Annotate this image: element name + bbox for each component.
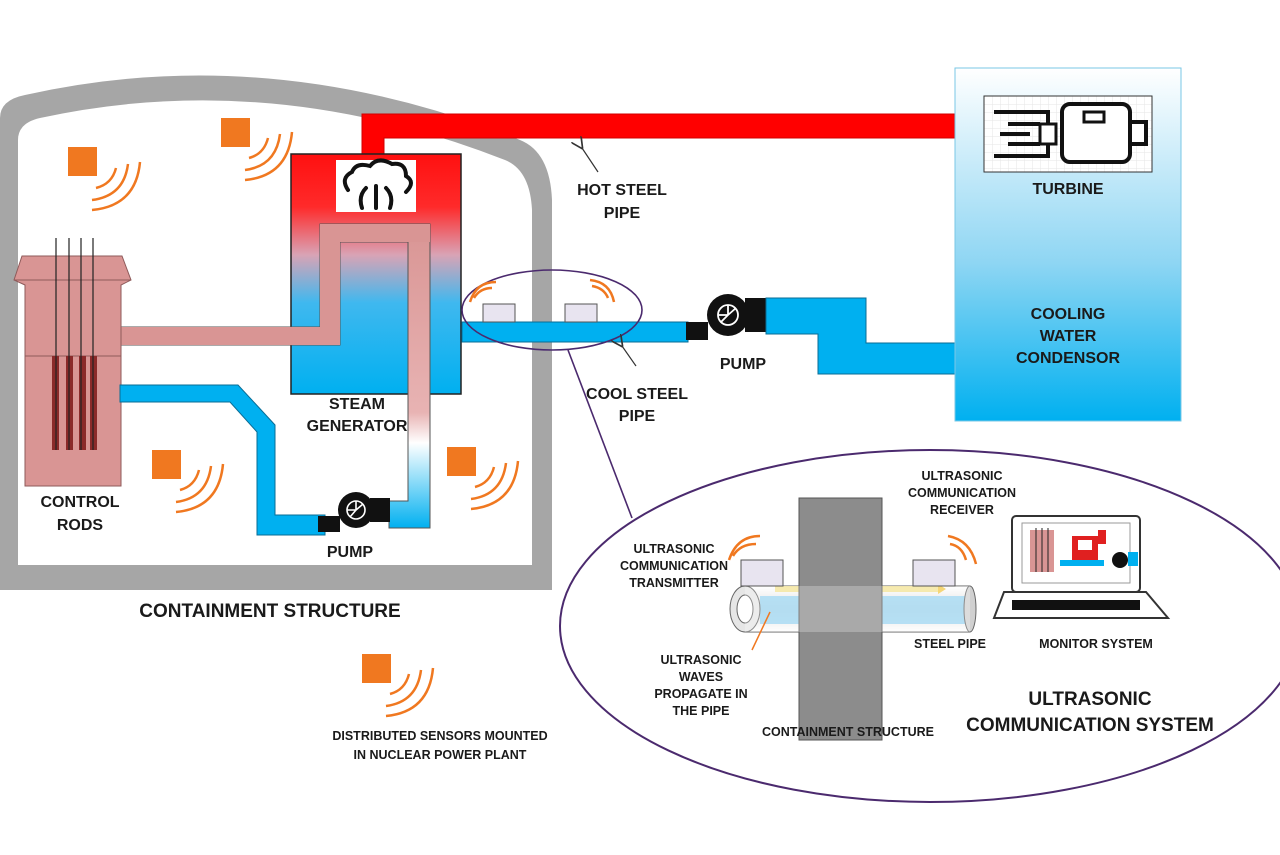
waves-label-line1: ULTRASONIC xyxy=(660,653,741,667)
ultrasonic-inset xyxy=(559,449,1280,803)
waves-label-line4: THE PIPE xyxy=(673,704,730,718)
receiver-label-line3: RECEIVER xyxy=(930,503,994,517)
label-hot-steel-pipe: HOT STEEL PIPE xyxy=(577,182,667,222)
condenser-label-line1: COOLING xyxy=(1031,306,1106,323)
pump-icon xyxy=(686,294,767,340)
pointer-arrows xyxy=(582,148,637,367)
steam-icon xyxy=(336,158,416,212)
label-control-rods: CONTROL RODS xyxy=(40,494,119,534)
hot-steel-pipe-label-line2: PIPE xyxy=(604,205,641,222)
pump-left-label: PUMP xyxy=(327,544,374,561)
sensor-icon xyxy=(152,450,225,514)
label-waves: ULTRASONIC WAVES PROPAGATE IN THE PIPE xyxy=(654,653,747,718)
label-cool-steel-pipe: COOL STEEL PIPE xyxy=(586,386,688,425)
receiver-box xyxy=(912,559,956,587)
transmitter-label-line2: COMMUNICATION xyxy=(620,559,728,573)
label-receiver: ULTRASONIC COMMUNICATION RECEIVER xyxy=(908,469,1016,517)
containment-structure-label: CONTAINMENT STRUCTURE xyxy=(139,601,400,622)
transmitter-box xyxy=(740,559,784,587)
label-condenser: COOLING WATER CONDENSOR xyxy=(1016,306,1120,367)
waves-label-line3: PROPAGATE IN xyxy=(654,687,747,701)
cool-steel-pipe-label-line2: PIPE xyxy=(619,408,656,425)
pump-right-label: PUMP xyxy=(720,356,767,373)
control-rods xyxy=(52,238,97,450)
steam-generator-label-line2: GENERATOR xyxy=(307,418,408,435)
ultrasonic-title-line1: ULTRASONIC xyxy=(1028,689,1151,710)
turbine-label: TURBINE xyxy=(1032,181,1103,198)
steel-pipe-label: STEEL PIPE xyxy=(914,637,986,651)
label-transmitter: ULTRASONIC COMMUNICATION TRANSMITTER xyxy=(620,542,728,590)
distributed-sensors-label-line1: DISTRIBUTED SENSORS MOUNTED xyxy=(332,729,547,743)
reactor-cold-leg xyxy=(119,384,326,536)
control-rods-label-line1: CONTROL xyxy=(40,494,119,511)
label-distributed-sensors: DISTRIBUTED SENSORS MOUNTED IN NUCLEAR P… xyxy=(332,729,547,762)
condenser-label-line2: WATER xyxy=(1040,328,1097,345)
sensor-icon xyxy=(447,447,520,511)
monitor-system-label: MONITOR SYSTEM xyxy=(1039,637,1153,651)
receiver-label-line2: COMMUNICATION xyxy=(908,486,1016,500)
control-rods-label-line2: RODS xyxy=(57,517,104,534)
receiver-label-line1: ULTRASONIC xyxy=(921,469,1002,483)
pump-icon xyxy=(318,492,390,532)
containment-wall-slab xyxy=(798,497,883,741)
pipe-sensor-group xyxy=(461,269,643,519)
ultrasonic-title-line2: COMMUNICATION SYSTEM xyxy=(966,715,1214,736)
hot-steel-pipe-label-line1: HOT STEEL xyxy=(577,182,667,199)
label-ultrasonic-system-title: ULTRASONIC COMMUNICATION SYSTEM xyxy=(966,689,1214,736)
turbine-icon xyxy=(983,95,1153,173)
monitor-icon xyxy=(992,515,1171,619)
transmitter-label-line1: ULTRASONIC xyxy=(633,542,714,556)
waves-label-line2: WAVES xyxy=(679,670,723,684)
sensor-icon xyxy=(221,118,294,182)
transmitter-label-line3: TRANSMITTER xyxy=(629,576,719,590)
sensor-icon xyxy=(362,654,435,718)
cool-steel-pipe-label-line1: COOL STEEL xyxy=(586,386,688,403)
steam-generator-label-line1: STEAM xyxy=(329,396,385,413)
distributed-sensors-label-line2: IN NUCLEAR POWER PLANT xyxy=(354,748,527,762)
condenser-label-line3: CONDENSOR xyxy=(1016,350,1120,367)
inset-containment-label: CONTAINMENT STRUCTURE xyxy=(762,725,934,739)
sensor-icon xyxy=(68,147,142,212)
label-steam-generator: STEAM GENERATOR xyxy=(307,396,408,435)
cool-steel-pipe xyxy=(461,321,689,343)
reactor-vessel xyxy=(13,238,132,487)
